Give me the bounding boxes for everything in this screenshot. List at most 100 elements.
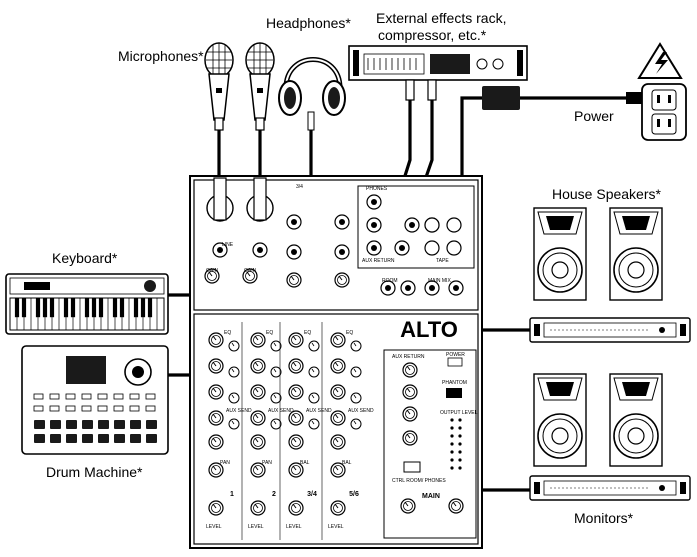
black-key bbox=[21, 298, 27, 318]
drum-pad bbox=[66, 434, 77, 443]
strip-label-pan: PAN bbox=[220, 460, 230, 466]
drum-pad bbox=[114, 420, 125, 429]
channel-knob[interactable] bbox=[250, 434, 266, 450]
black-key bbox=[42, 298, 48, 318]
black-key bbox=[63, 298, 69, 318]
channel-knob[interactable] bbox=[288, 500, 304, 516]
drum-pad bbox=[82, 434, 93, 443]
channel-small-knob[interactable] bbox=[228, 392, 240, 404]
channel-knob[interactable] bbox=[208, 332, 224, 348]
channel-knob[interactable] bbox=[330, 332, 346, 348]
channel-knob[interactable] bbox=[330, 358, 346, 374]
channel-knob[interactable] bbox=[250, 332, 266, 348]
output-level-meter bbox=[450, 418, 462, 470]
channel-small-knob[interactable] bbox=[350, 392, 362, 404]
black-key bbox=[70, 298, 76, 318]
channel-small-knob[interactable] bbox=[308, 418, 320, 430]
channel-knob[interactable] bbox=[208, 434, 224, 450]
high-voltage-icon bbox=[637, 42, 683, 79]
drum-machine-icon bbox=[21, 345, 169, 455]
drum-pad bbox=[130, 420, 141, 429]
channel-knob[interactable] bbox=[330, 434, 346, 450]
channel-small-knob[interactable] bbox=[350, 340, 362, 352]
channel-knob[interactable] bbox=[330, 500, 346, 516]
drum-button bbox=[145, 393, 156, 400]
channel-knob[interactable] bbox=[288, 410, 304, 426]
channel-knob[interactable] bbox=[208, 384, 224, 400]
amplifier-icon bbox=[529, 317, 691, 343]
drum-button bbox=[145, 405, 156, 412]
drum-button bbox=[129, 405, 140, 412]
black-key bbox=[35, 298, 41, 318]
channel-small-knob[interactable] bbox=[350, 366, 362, 378]
channel-knob[interactable] bbox=[288, 434, 304, 450]
channel-knob[interactable] bbox=[330, 384, 346, 400]
channel-knob[interactable] bbox=[288, 384, 304, 400]
channel-small-knob[interactable] bbox=[270, 418, 282, 430]
drum-pad bbox=[50, 434, 61, 443]
channel-small-knob[interactable] bbox=[228, 418, 240, 430]
strip-label-eq: EQ bbox=[266, 330, 273, 336]
drum-button bbox=[81, 393, 92, 400]
drum-button bbox=[97, 393, 108, 400]
mixer-brand-logo: ALTO bbox=[400, 317, 458, 342]
speaker-cabinet-icon bbox=[609, 207, 663, 301]
drum-pad bbox=[34, 420, 45, 429]
black-key bbox=[112, 298, 118, 318]
channel-knob[interactable] bbox=[288, 358, 304, 374]
drum-pad bbox=[146, 420, 157, 429]
drum-pad bbox=[98, 420, 109, 429]
house-speakers-label: House Speakers* bbox=[552, 186, 661, 202]
drum-button bbox=[97, 405, 108, 412]
channel-small-knob[interactable] bbox=[308, 392, 320, 404]
channel-knob[interactable] bbox=[250, 358, 266, 374]
channel-small-knob[interactable] bbox=[350, 418, 362, 430]
drum-button bbox=[33, 393, 44, 400]
drum-button bbox=[129, 393, 140, 400]
monitors-label: Monitors* bbox=[574, 510, 634, 526]
strip-label-eq: EQ bbox=[224, 330, 231, 336]
channel-knob[interactable] bbox=[330, 410, 346, 426]
strip-label-level: LEVEL bbox=[286, 524, 302, 530]
strip-label-pan: PAN bbox=[262, 460, 272, 466]
headphones-label: Headphones* bbox=[266, 15, 351, 31]
channel-knob[interactable] bbox=[288, 332, 304, 348]
strip-label-eq: EQ bbox=[304, 330, 311, 336]
channel-small-knob[interactable] bbox=[270, 340, 282, 352]
ctrl-room-label: CTRL ROOM/ PHONES bbox=[392, 478, 446, 484]
phantom-label: PHANTOM bbox=[442, 380, 467, 386]
drum-button bbox=[65, 405, 76, 412]
channel-knob[interactable] bbox=[250, 410, 266, 426]
channel-small-knob[interactable] bbox=[308, 340, 320, 352]
strip-label-bal: BAL bbox=[342, 460, 352, 466]
power-label: POWER bbox=[446, 352, 465, 358]
drum-pad bbox=[34, 434, 45, 443]
drum-button bbox=[113, 405, 124, 412]
output-level-label: OUTPUT LEVEL bbox=[440, 410, 478, 416]
keyboard-icon bbox=[5, 273, 169, 335]
drum-pad bbox=[146, 434, 157, 443]
channel-knob[interactable] bbox=[208, 500, 224, 516]
power-outlet-icon bbox=[626, 83, 687, 141]
channel-small-knob[interactable] bbox=[228, 340, 240, 352]
strip-label-aux_send: AUX SEND bbox=[348, 408, 374, 414]
drum-button bbox=[113, 393, 124, 400]
channel-small-knob[interactable] bbox=[270, 366, 282, 378]
power-label: Power bbox=[574, 108, 614, 124]
effects-rack-icon bbox=[348, 45, 528, 101]
channel-small-knob[interactable] bbox=[308, 366, 320, 378]
channel-small-knob[interactable] bbox=[270, 392, 282, 404]
channel-small-knob[interactable] bbox=[228, 366, 240, 378]
channel-knob[interactable] bbox=[208, 410, 224, 426]
channel-knob[interactable] bbox=[208, 358, 224, 374]
aux-return-label-top: AUX RETURN bbox=[362, 258, 395, 264]
channel-knob[interactable] bbox=[250, 384, 266, 400]
main-label: MAIN bbox=[422, 493, 440, 500]
drum-button bbox=[65, 393, 76, 400]
channel-knob[interactable] bbox=[250, 500, 266, 516]
drum-button bbox=[49, 393, 60, 400]
